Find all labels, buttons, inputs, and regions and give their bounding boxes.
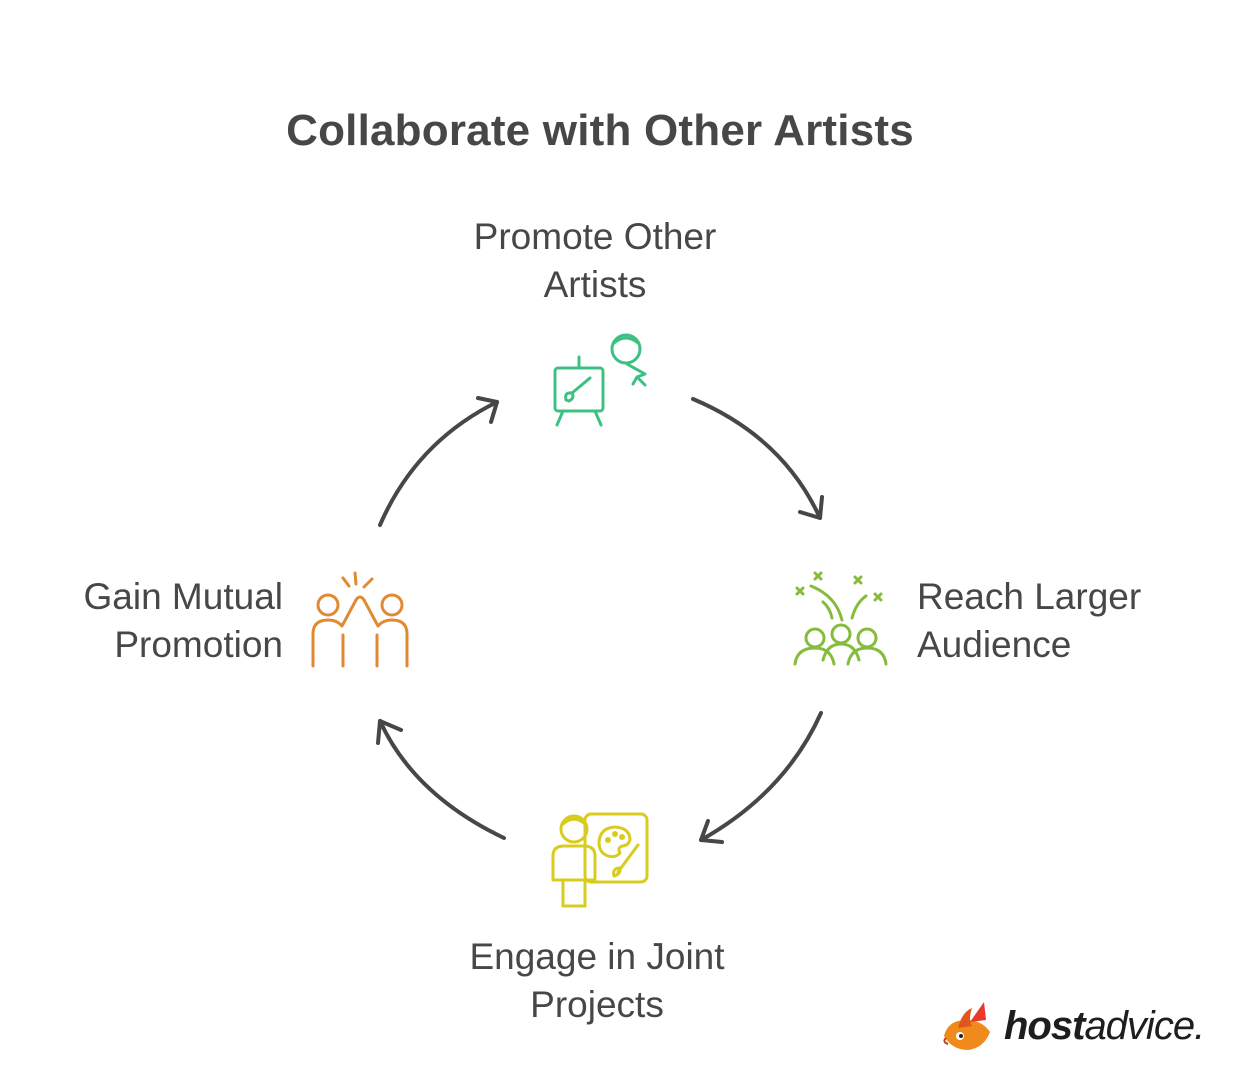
step-label-line: Engage in Joint bbox=[469, 936, 725, 977]
step-label-line: Gain Mutual bbox=[83, 576, 284, 617]
brand-wordmark-bold: host bbox=[1004, 1004, 1085, 1048]
step-label-line: Promote Other bbox=[473, 216, 717, 257]
step-label-line: Audience bbox=[917, 624, 1072, 665]
cycle-arrow-icon bbox=[699, 711, 823, 844]
brand-wordmark-regular: advice. bbox=[1084, 1004, 1205, 1048]
step-label-line: Reach Larger bbox=[917, 576, 1142, 617]
brand-wordmark: hostadvice. bbox=[1004, 1004, 1205, 1049]
step-label-line: Promotion bbox=[114, 624, 283, 665]
step-label-line: Projects bbox=[530, 984, 664, 1025]
step-label-engage-in-joint-projects: Engage in Joint Projects bbox=[397, 933, 797, 1029]
cycle-arrow-icon bbox=[378, 396, 499, 527]
fox-mascot-icon bbox=[943, 1002, 990, 1050]
high-five-icon bbox=[311, 571, 409, 668]
step-label-reach-larger-audience: Reach Larger Audience bbox=[917, 573, 1237, 669]
cycle-arrow-icon bbox=[376, 719, 506, 840]
audience-fireworks-icon bbox=[793, 571, 888, 666]
easel-user-icon bbox=[553, 333, 647, 427]
painter-palette-icon bbox=[551, 812, 649, 908]
step-label-promote-other-artists: Promote Other Artists bbox=[395, 213, 795, 309]
cycle-arrow-icon bbox=[691, 397, 824, 520]
hostadvice-logo: hostadvice. bbox=[938, 998, 1208, 1058]
step-label-line: Artists bbox=[543, 264, 647, 305]
diagram-title: Collaborate with Other Artists bbox=[286, 106, 914, 155]
step-label-gain-mutual-promotion: Gain Mutual Promotion bbox=[20, 573, 284, 669]
